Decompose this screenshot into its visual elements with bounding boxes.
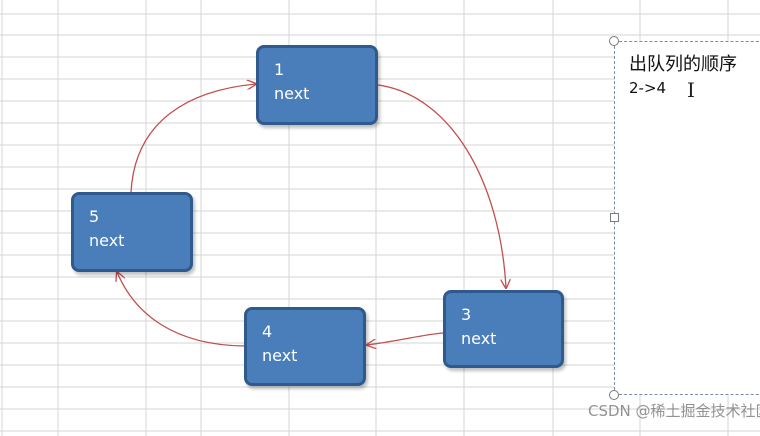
node-1: 1 next	[256, 45, 378, 125]
resize-handle-top-left[interactable]	[609, 36, 619, 46]
node-number: 5	[89, 207, 100, 226]
edge-3-to-4	[367, 332, 444, 345]
note-title: 出队列的顺序	[629, 54, 737, 75]
node-label: next	[262, 346, 298, 365]
node-4: 4 next	[244, 307, 366, 386]
watermark: CSDN @稀土掘金技术社区	[588, 402, 760, 420]
node-5: 5 next	[71, 192, 193, 272]
node-number: 4	[262, 322, 273, 341]
edge-4-to-5	[117, 272, 245, 347]
node-label: next	[274, 84, 310, 103]
edge-1-to-3	[377, 84, 506, 288]
edge-5-to-1	[130, 84, 256, 193]
node-3: 3 next	[443, 290, 564, 368]
node-number: 3	[461, 305, 472, 324]
text-cursor-icon: Ι	[687, 78, 695, 102]
resize-handle-middle-left[interactable]	[610, 213, 619, 222]
node-label: next	[461, 329, 497, 348]
resize-handle-bottom-left[interactable]	[609, 390, 619, 400]
note-body: 2->4	[629, 79, 667, 97]
node-label: next	[89, 231, 125, 250]
node-number: 1	[274, 60, 285, 79]
